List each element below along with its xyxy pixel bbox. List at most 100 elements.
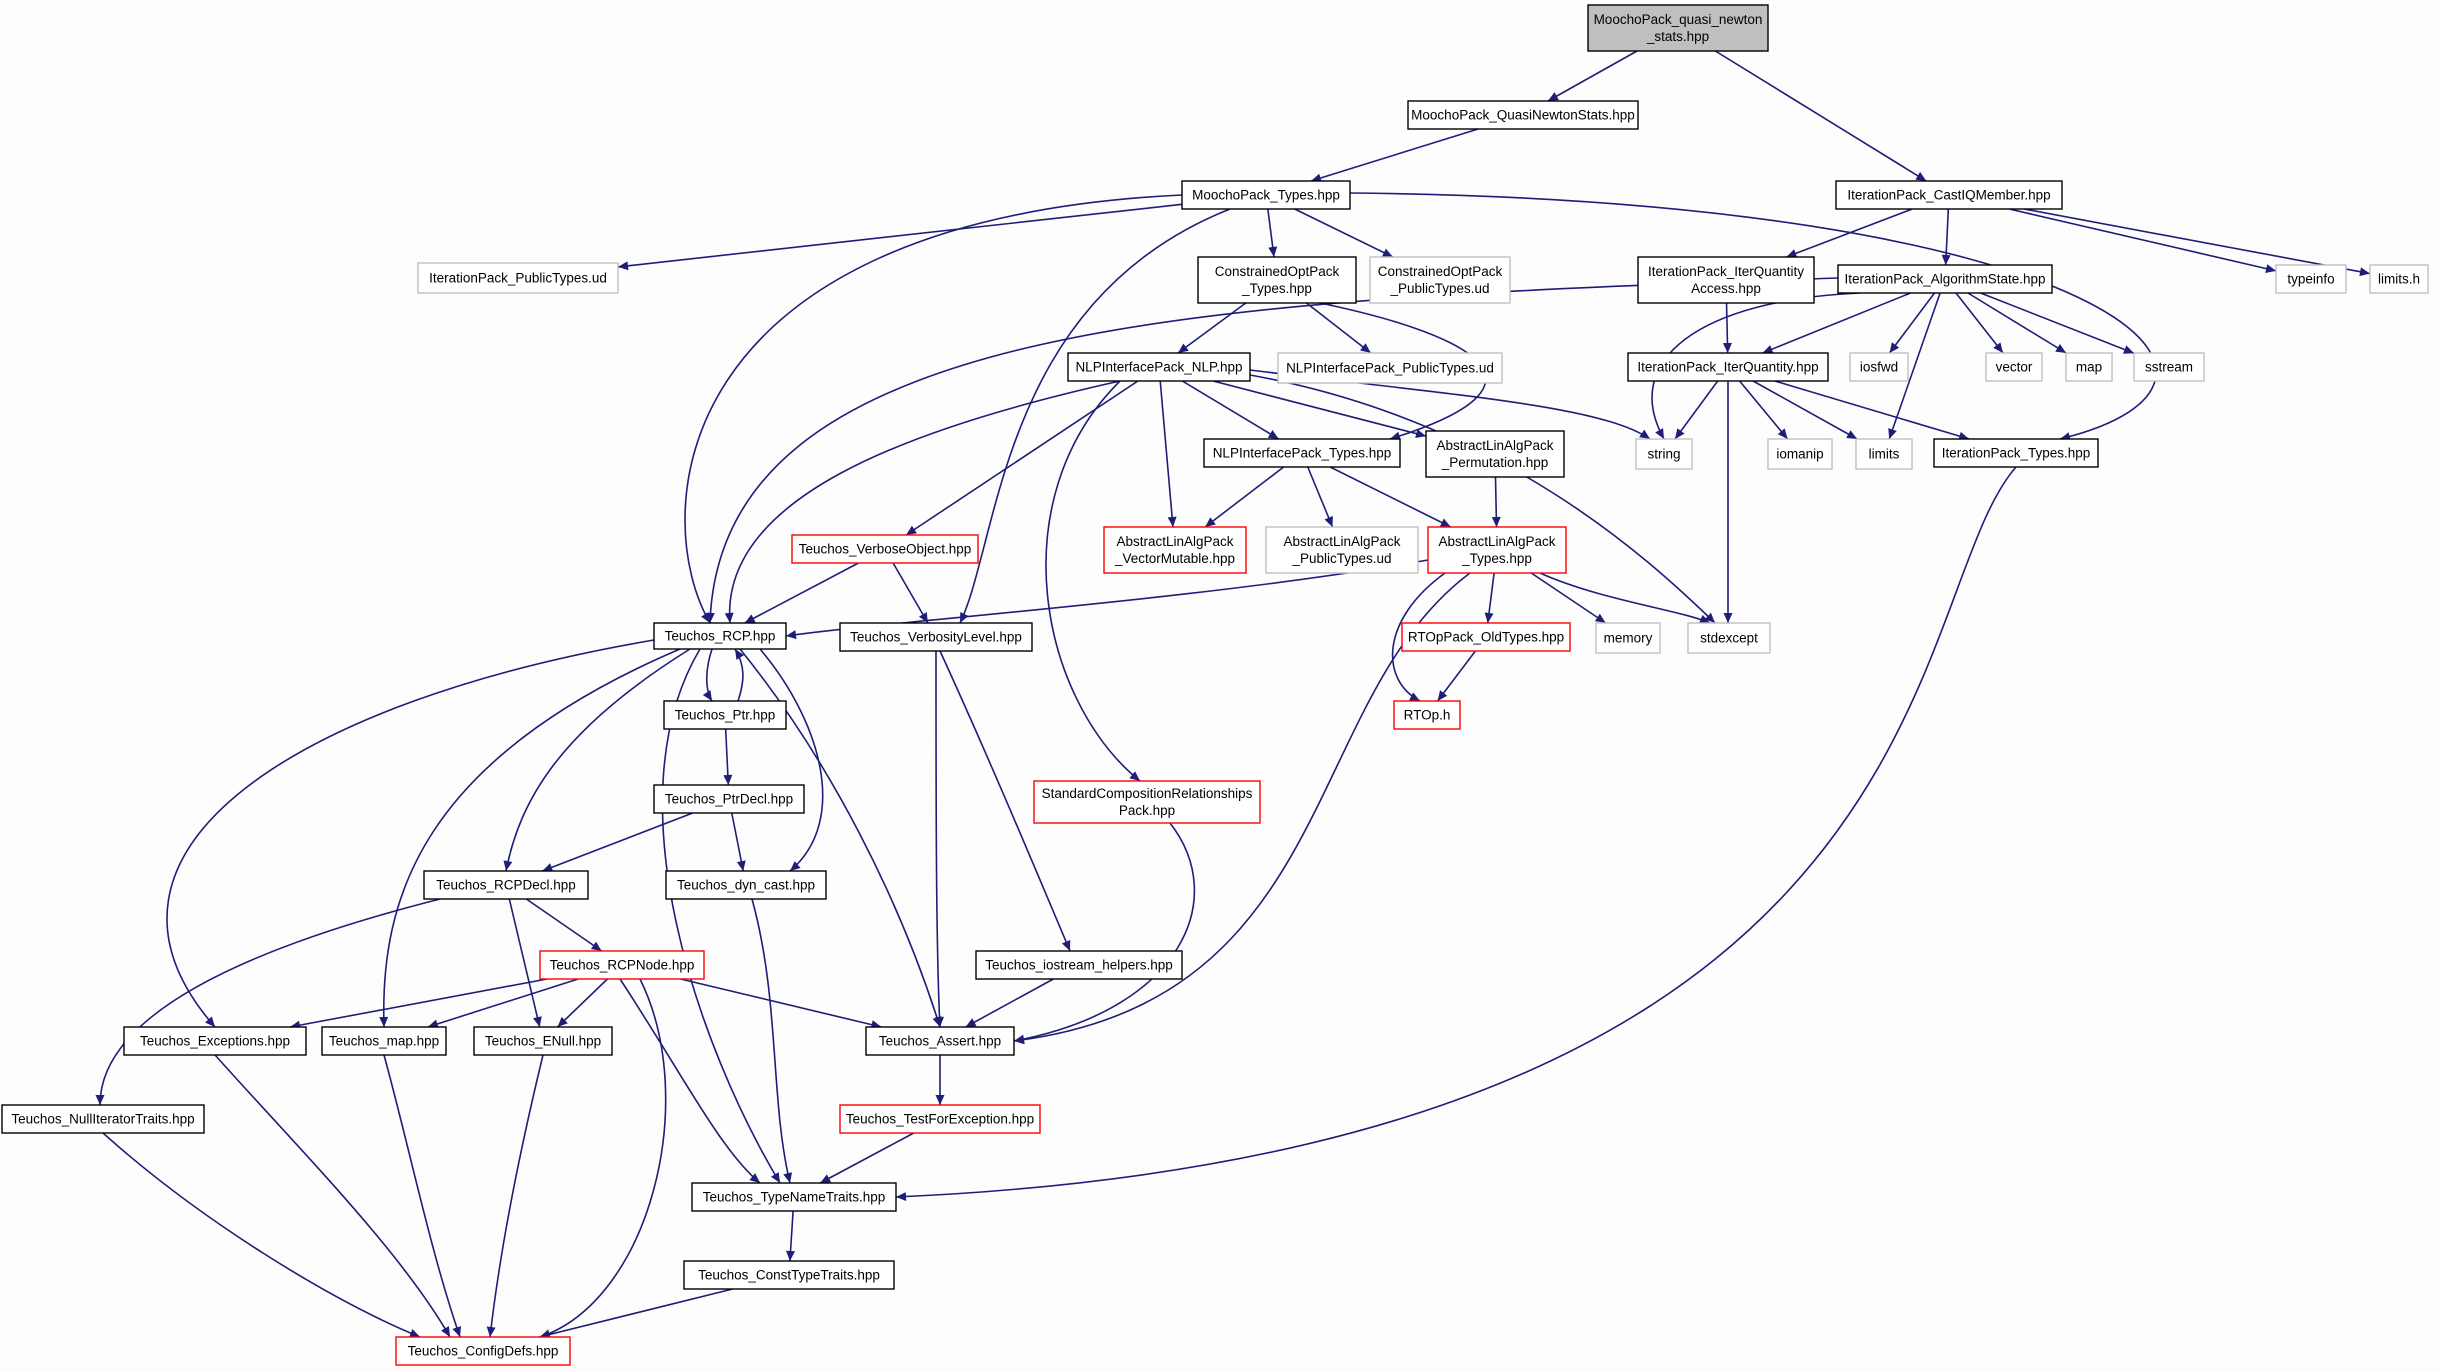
node-rtoph[interactable]: RTOp.h [1393,700,1461,730]
node-mtypes[interactable]: MoochoPack_Types.hpp [1181,180,1351,210]
edge-consttype-to-configdefs [539,1288,733,1338]
node-ptrdecl[interactable]: Teuchos_PtrDecl.hpp [653,784,805,814]
edge-alatypes-to-stdexcept [1539,572,1711,624]
node-exceptions[interactable]: Teuchos_Exceptions.hpp [123,1026,307,1056]
node-ipub: IterationPack_PublicTypes.ud [417,262,619,294]
edge-alatypes-to-stdexcept-arrowhead [1699,614,1710,624]
edge-nlp-to-nlptypes-arrowhead [1267,429,1279,439]
node-nulliter[interactable]: Teuchos_NullIteratorTraits.hpp [1,1104,205,1134]
edge-mtypes-to-coptypes-arrowhead [1268,246,1278,257]
node-configdefs[interactable]: Teuchos_ConfigDefs.hpp [395,1336,571,1366]
node-iomanip-label-0: iomanip [1776,447,1823,462]
edge-dyncast-to-typename-arrowhead [783,1172,793,1183]
edge-tmap-to-configdefs [383,1054,461,1338]
node-dyncast[interactable]: Teuchos_dyn_cast.hpp [665,870,827,900]
node-consttype[interactable]: Teuchos_ConstTypeTraits.hpp [683,1260,895,1290]
node-dyncast-box [665,870,827,900]
node-vecmut-label-1: _VectorMutable.hpp [1114,551,1235,566]
edge-iterq-to-limits-arrowhead [1846,430,1858,439]
node-iomanip-box [1767,438,1833,470]
node-iohelp[interactable]: Teuchos_iostream_helpers.hpp [975,950,1183,980]
node-ptr[interactable]: Teuchos_Ptr.hpp [663,700,787,730]
node-limits-label-0: limits [1869,447,1900,462]
edge-nlptypes-to-alatypes [1329,466,1452,528]
node-stdcomp-box [1033,780,1261,824]
node-alaperm[interactable]: AbstractLinAlgPack_Permutation.hpp [1425,430,1565,478]
node-verbobj[interactable]: Teuchos_VerboseObject.hpp [791,534,979,564]
node-rtopold[interactable]: RTOpPack_OldTypes.hpp [1401,622,1571,652]
node-coptypes-label-1: _Types.hpp [1241,281,1312,296]
node-typeinfo: typeinfo [2275,264,2347,294]
edge-enull-to-configdefs-arrowhead [486,1326,496,1337]
node-tassert[interactable]: Teuchos_Assert.hpp [865,1026,1015,1056]
edge-algstate-to-string-arrowhead [1655,428,1664,439]
edge-rcp-to-tmap-arrowhead [379,1016,389,1027]
node-stdcomp-label-0: StandardCompositionRelationships [1042,786,1253,801]
node-typename[interactable]: Teuchos_TypeNameTraits.hpp [691,1182,897,1212]
edge-algstate-to-vector [1955,292,2004,354]
node-castiq-box [1835,180,2063,210]
node-verbobj-box [791,534,979,564]
node-rcpnode-label-0: Teuchos_RCPNode.hpp [550,958,695,973]
node-alatypes[interactable]: AbstractLinAlgPack_Types.hpp [1427,526,1567,574]
node-nlp[interactable]: NLPInterfacePack_NLP.hpp [1067,352,1251,382]
node-tassert-label-0: Teuchos_Assert.hpp [879,1034,1001,1049]
node-enull[interactable]: Teuchos_ENull.hpp [473,1026,613,1056]
edge-alatypes-to-rtoph [1391,572,1446,702]
node-memory: memory [1595,622,1661,654]
edge-iqaccess-to-iterq-arrowhead [1722,342,1732,353]
node-qnstats[interactable]: MoochoPack_QuasiNewtonStats.hpp [1407,100,1639,130]
edge-rcp-to-dyncast [759,648,824,872]
edge-coptypes-to-nlp [1177,302,1247,354]
node-memory-label-0: memory [1604,631,1653,646]
node-rcp[interactable]: Teuchos_RCP.hpp [653,622,787,650]
node-itypes-label-0: IterationPack_Types.hpp [1942,446,2091,461]
edge-castiq-to-iqaccess [1786,208,1913,258]
node-rcpnode[interactable]: Teuchos_RCPNode.hpp [539,950,705,980]
node-nlptypes-label-0: NLPInterfacePack_Types.hpp [1213,446,1392,461]
node-rcp-box [653,622,787,650]
node-vecmut[interactable]: AbstractLinAlgPack_VectorMutable.hpp [1103,526,1247,574]
node-coptypes[interactable]: ConstrainedOptPack_Types.hpp [1197,256,1357,304]
node-limitsh: limits.h [2369,264,2429,294]
node-tmap[interactable]: Teuchos_map.hpp [321,1026,447,1056]
node-iomanip: iomanip [1767,438,1833,470]
edge-rcpnode-to-tassert [680,978,882,1028]
node-root-label-1: _stats.hpp [1646,29,1709,44]
edge-exceptions-to-configdefs-arrowhead [441,1326,450,1337]
node-configdefs-label-0: Teuchos_ConfigDefs.hpp [408,1344,559,1359]
node-root[interactable]: MoochoPack_quasi_newton_stats.hpp [1587,4,1769,52]
node-rcpdecl[interactable]: Teuchos_RCPDecl.hpp [423,870,589,900]
node-map: map [2065,352,2113,382]
edge-nlp-to-verbobj [905,380,1139,536]
node-verblevel[interactable]: Teuchos_VerbosityLevel.hpp [839,622,1033,652]
edge-rcp-to-exceptions [166,639,655,1028]
node-stdexcept-label-0: stdexcept [1700,631,1758,646]
node-itypes[interactable]: IterationPack_Types.hpp [1933,438,2099,468]
edge-rtopold-to-rtoph [1436,650,1477,702]
node-testforexc[interactable]: Teuchos_TestForException.hpp [839,1104,1041,1134]
node-testforexc-box [839,1104,1041,1134]
node-map-label-0: map [2076,360,2102,375]
node-itypes-box [1933,438,2099,468]
node-tassert-box [865,1026,1015,1056]
edge-coptypes-to-nlptypes-arrowhead [1390,431,1401,441]
edge-nlp-to-rcp-arrowhead [724,612,734,623]
node-iterq[interactable]: IterationPack_IterQuantity.hpp [1627,352,1829,382]
node-alatypes-box [1427,526,1567,574]
edge-algstate-to-sstream-arrowhead [2123,345,2134,354]
node-algstate[interactable]: IterationPack_AlgorithmState.hpp [1837,264,2053,294]
edge-rcp-to-tmap [382,648,681,1028]
node-testforexc-label-0: Teuchos_TestForException.hpp [846,1112,1034,1127]
node-rtoph-box [1393,700,1461,730]
node-nlptypes-box [1203,438,1401,468]
node-nlptypes[interactable]: NLPInterfacePack_Types.hpp [1203,438,1401,468]
node-castiq[interactable]: IterationPack_CastIQMember.hpp [1835,180,2063,210]
edge-algstate-to-vector-arrowhead [1993,342,2004,353]
edge-iterq-to-stdexcept-arrowhead [1723,613,1733,623]
edge-castiq-to-typeinfo-arrowhead [2265,264,2276,274]
node-sstream-label-0: sstream [2145,360,2193,375]
edge-mtypes-to-coppub-arrowhead [1381,248,1393,257]
